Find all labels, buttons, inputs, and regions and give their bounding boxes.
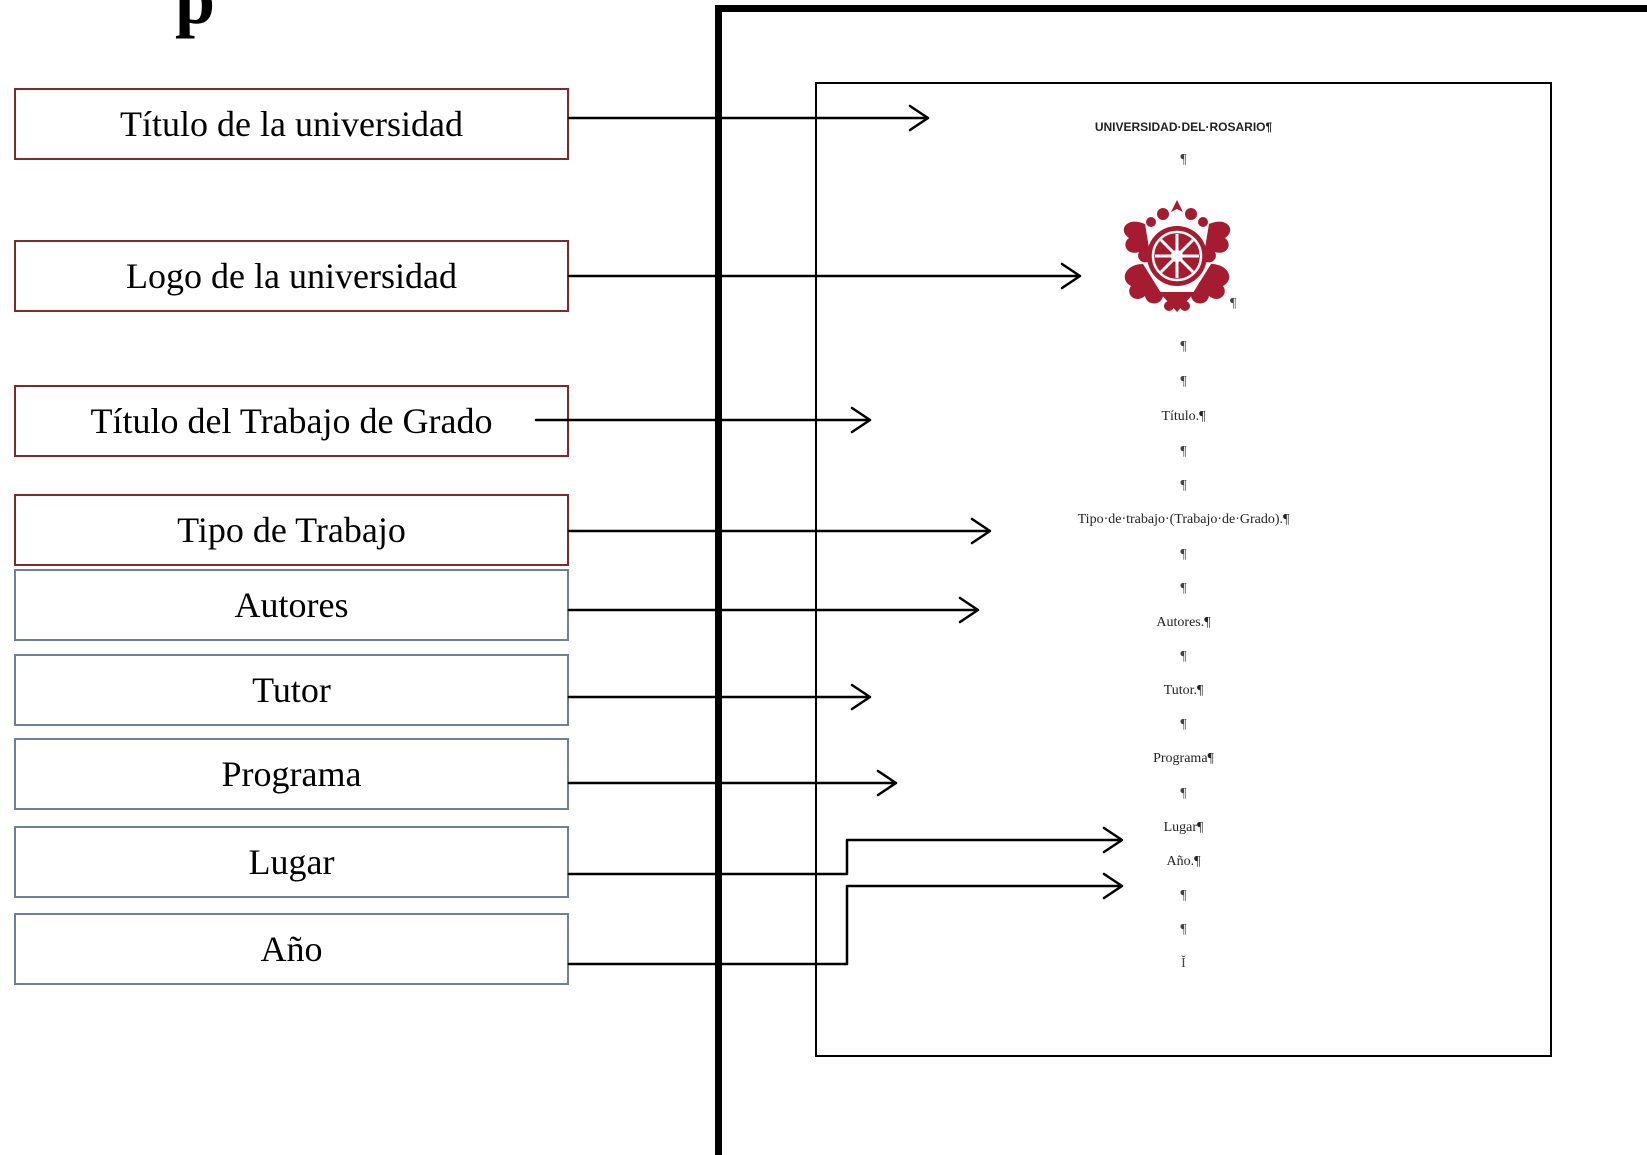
doc-pilcrow: ¶ bbox=[1180, 444, 1187, 459]
doc-authors-line: Autores.¶ bbox=[1156, 615, 1211, 630]
arrow-year bbox=[567, 872, 1124, 966]
label-university-title: Título de la universidad bbox=[14, 88, 569, 160]
doc-work-type-line: Tipo·de·trabajo·(Trabajo·de·Grado).¶ bbox=[1077, 512, 1290, 527]
arrow-university-logo bbox=[567, 262, 1082, 290]
label-work-type: Tipo de Trabajo bbox=[14, 494, 569, 566]
doc-year-line: Año.¶ bbox=[1166, 854, 1201, 869]
label-authors: Autores bbox=[14, 569, 569, 641]
doc-pilcrow: ¶ bbox=[1180, 581, 1187, 596]
doc-pilcrow: ¶ bbox=[1180, 786, 1187, 801]
doc-pilcrow: ¶ bbox=[1180, 547, 1187, 562]
label-tutor: Tutor bbox=[14, 654, 569, 726]
doc-pilcrow: ¶ bbox=[1180, 649, 1187, 664]
doc-pilcrow: ¶ bbox=[1180, 922, 1187, 937]
doc-pilcrow: ¶ bbox=[1180, 152, 1187, 167]
label-place: Lugar bbox=[14, 826, 569, 898]
doc-program-line: Programa¶ bbox=[1153, 751, 1214, 766]
doc-title-line: Título.¶ bbox=[1161, 409, 1206, 424]
doc-pilcrow: ¶ bbox=[1180, 888, 1187, 903]
doc-tutor-line: Tutor.¶ bbox=[1163, 683, 1204, 698]
doc-place-line: Lugar¶ bbox=[1163, 820, 1204, 835]
arrow-authors bbox=[567, 596, 980, 624]
outer-frame bbox=[715, 5, 1647, 1155]
arrow-work-type bbox=[567, 517, 992, 545]
heading-fragment: p bbox=[175, 0, 295, 44]
doc-pilcrow: ¶ bbox=[1180, 339, 1187, 354]
arrow-university-title bbox=[567, 104, 930, 132]
label-program: Programa bbox=[14, 738, 569, 810]
doc-pilcrow: ¶ bbox=[1180, 478, 1187, 493]
doc-pilcrow: ¶ bbox=[1180, 717, 1187, 732]
arrow-place bbox=[567, 826, 1124, 876]
arrow-tutor bbox=[567, 683, 872, 711]
arrow-program bbox=[567, 769, 898, 797]
label-year: Año bbox=[14, 913, 569, 985]
doc-pilcrow: ¶ bbox=[1180, 374, 1187, 389]
university-logo bbox=[1123, 200, 1231, 312]
arrow-thesis-title bbox=[534, 406, 872, 434]
document-page: UNIVERSIDAD·DEL·ROSARIO¶ ¶ ¶ ¶ ¶ Título.… bbox=[815, 82, 1552, 1057]
doc-cursor-mark: Ĭ bbox=[1181, 956, 1186, 971]
doc-university-name: UNIVERSIDAD·DEL·ROSARIO¶ bbox=[1094, 120, 1273, 134]
label-thesis-title: Título del Trabajo de Grado bbox=[14, 385, 569, 457]
label-university-logo: Logo de la universidad bbox=[14, 240, 569, 312]
doc-pilcrow: ¶ bbox=[1230, 296, 1237, 311]
